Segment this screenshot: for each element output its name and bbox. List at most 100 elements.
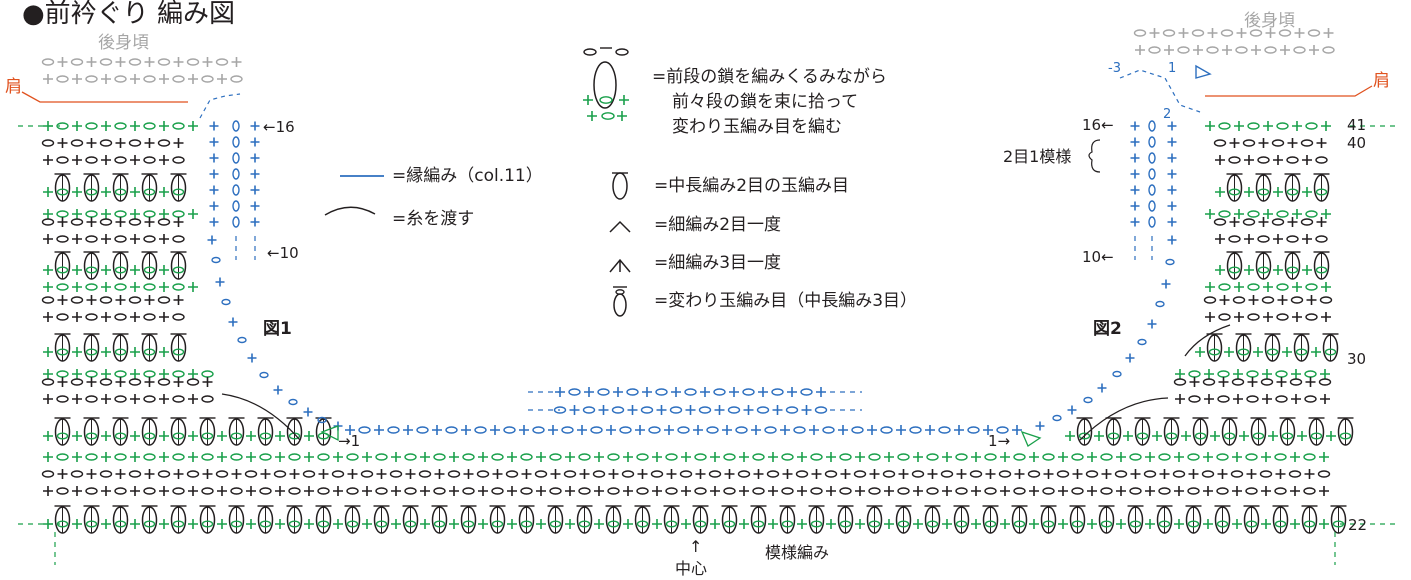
sc-stitch — [681, 452, 691, 462]
chain-stitch — [404, 487, 417, 495]
sc-stitch — [188, 369, 198, 379]
chain-stitch — [713, 388, 726, 396]
sc-stitch — [250, 201, 260, 211]
chain-stitch — [1286, 235, 1299, 243]
sc-stitch — [898, 469, 909, 479]
sc-stitch — [478, 519, 488, 529]
chain-stitch — [503, 426, 516, 434]
sc-stitch — [1195, 347, 1205, 357]
chain-stitch — [1148, 184, 1156, 196]
chain-stitch — [186, 470, 200, 478]
chain-stitch — [346, 520, 359, 528]
sc-stitch — [1130, 201, 1140, 211]
sc-stitch — [925, 425, 935, 435]
chain-stitch — [621, 470, 635, 478]
chain-stitch — [795, 470, 809, 478]
chain-stitch — [1228, 266, 1241, 274]
page-title: ●前衿ぐり 編み図 — [22, 0, 235, 29]
chain-stitch — [1083, 396, 1093, 404]
sc-stitch — [43, 347, 53, 357]
chain-stitch — [665, 487, 678, 495]
repeat-label: 2目1模様 — [1003, 147, 1071, 166]
sc-stitch — [739, 519, 749, 529]
chain-stitch — [1213, 218, 1227, 226]
sc-stitch — [1125, 353, 1135, 363]
chain-stitch — [1242, 218, 1256, 226]
chain-stitch — [611, 406, 625, 414]
sc-stitch — [671, 387, 681, 397]
sc-stitch — [43, 187, 53, 197]
chain-stitch — [114, 122, 127, 130]
chain-stitch — [1056, 470, 1070, 478]
row-label-30: 30 — [1347, 350, 1366, 368]
sc-stitch — [598, 405, 609, 415]
chain-stitch — [41, 296, 55, 304]
chain-stitch — [1264, 46, 1277, 54]
chain-stitch — [1307, 29, 1321, 37]
chain-stitch — [143, 520, 156, 528]
sc-stitch — [1203, 519, 1213, 529]
sc-stitch — [1292, 312, 1302, 322]
sc-stitch — [1204, 394, 1214, 404]
sc-stitch — [115, 57, 126, 67]
chain-stitch — [56, 235, 69, 243]
sc-stitch — [86, 217, 97, 227]
chain-stitch — [1315, 188, 1328, 196]
chain-stitch — [85, 188, 98, 196]
chain-stitch — [172, 283, 185, 291]
chain-stitch — [1136, 432, 1149, 440]
chain-stitch — [1293, 46, 1306, 54]
sc-stitch — [1232, 452, 1242, 462]
sc-stitch — [130, 486, 140, 496]
sc-stitch — [1145, 452, 1155, 462]
sc-stitch — [188, 519, 198, 529]
chain-stitch — [232, 184, 240, 196]
chain-stitch — [114, 520, 127, 528]
sc-stitch — [1265, 28, 1276, 38]
sc-stitch — [913, 486, 923, 496]
chain-stitch — [599, 96, 613, 104]
shoulder-line-right — [1205, 85, 1373, 97]
sc-stitch — [1321, 282, 1331, 292]
chain-stitch — [1158, 487, 1171, 495]
chain-stitch — [201, 370, 214, 378]
chain-stitch — [583, 48, 597, 56]
sc-stitch — [635, 425, 645, 435]
chain-stitch — [1100, 453, 1113, 461]
sc-stitch — [72, 155, 82, 165]
chain-stitch — [1257, 266, 1270, 274]
sc-stitch — [304, 452, 314, 462]
sc-stitch — [391, 519, 401, 529]
sc-stitch — [101, 155, 111, 165]
legend-bobble-wrap-line3: 変わり玉編み目を編む — [672, 117, 842, 137]
sc-stitch — [217, 431, 227, 441]
chain-stitch — [1143, 470, 1157, 478]
chain-stitch — [1257, 235, 1270, 243]
sc-stitch — [144, 469, 155, 479]
chain-stitch — [56, 156, 69, 164]
sc-stitch — [623, 486, 633, 496]
chain-stitch — [56, 313, 69, 321]
sc-stitch — [275, 452, 285, 462]
back-body-label-left: 後身頃 — [98, 33, 149, 53]
sc-stitch — [666, 469, 677, 479]
sc-stitch — [1304, 469, 1315, 479]
sc-stitch — [739, 452, 749, 462]
chain-stitch — [520, 453, 533, 461]
sc-stitch — [1319, 519, 1329, 529]
chain-stitch — [143, 266, 156, 274]
sc-stitch — [250, 137, 260, 147]
sc-stitch — [1273, 155, 1283, 165]
chain-stitch — [1237, 348, 1250, 356]
chain-stitch — [969, 470, 983, 478]
chain-stitch — [99, 218, 113, 226]
sc-stitch — [867, 425, 877, 435]
sc-stitch — [1273, 187, 1283, 197]
sc-stitch — [1290, 452, 1300, 462]
chain-stitch — [230, 487, 243, 495]
sc-stitch — [1000, 519, 1010, 529]
sc-stitch — [228, 317, 238, 327]
sc-stitch — [159, 369, 169, 379]
chain-stitch — [1274, 487, 1287, 495]
sc-stitch — [130, 347, 140, 357]
